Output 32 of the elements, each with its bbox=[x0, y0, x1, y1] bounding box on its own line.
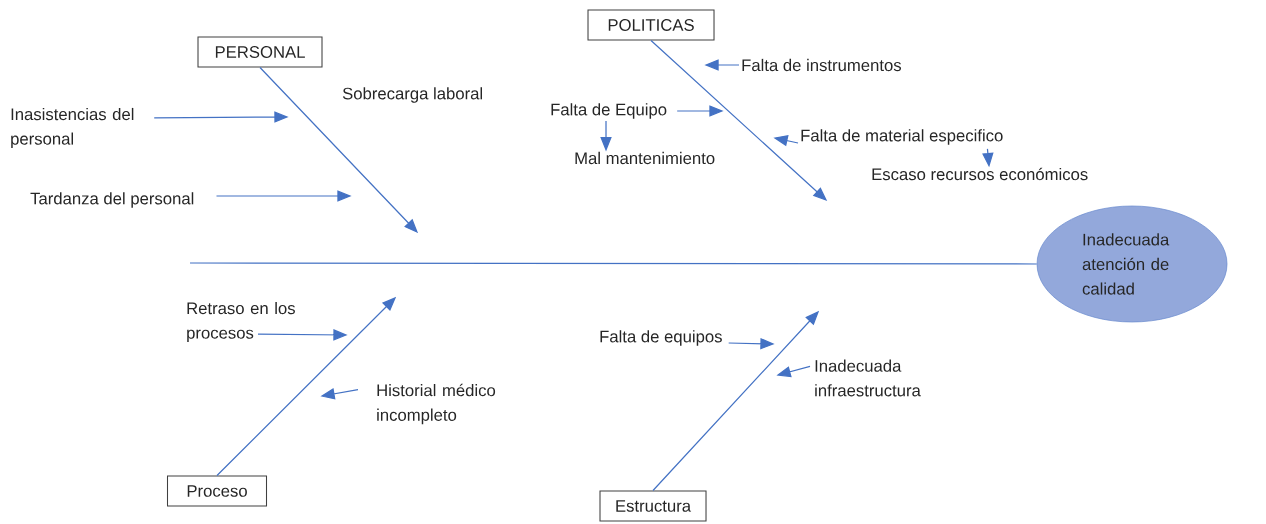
cause-text: Falta de equipos bbox=[600, 330, 722, 346]
cause-text: Historial médico incompleto bbox=[377, 383, 496, 425]
arrow bbox=[774, 135, 799, 146]
arrow bbox=[650, 39, 827, 201]
arrow bbox=[705, 59, 740, 71]
category-box: Estructura bbox=[599, 490, 707, 522]
arrow bbox=[652, 311, 819, 492]
category-box: PERSONAL bbox=[197, 36, 323, 68]
cause-text: Falta de material especifico bbox=[801, 129, 1003, 145]
cause-text: Falta de instrumentos bbox=[742, 58, 901, 72]
category-box: POLITICAS bbox=[587, 9, 715, 41]
arrow bbox=[676, 105, 723, 117]
cause-text: Escaso recursos económicos bbox=[872, 167, 1088, 181]
cause-text: Retraso en los procesos bbox=[187, 301, 295, 343]
category-box: Proceso bbox=[166, 475, 268, 507]
arrow bbox=[321, 388, 359, 400]
spine-line bbox=[189, 262, 1038, 265]
cause-text: Mal mantenimiento bbox=[575, 151, 715, 165]
arrow bbox=[257, 329, 347, 341]
arrow bbox=[728, 338, 774, 350]
arrow bbox=[777, 365, 811, 378]
arrow bbox=[216, 297, 396, 477]
cause-text: Falta de Equipo bbox=[551, 103, 667, 119]
arrow bbox=[153, 111, 288, 123]
arrow bbox=[215, 190, 351, 202]
arrow bbox=[982, 148, 994, 167]
cause-text: Tardanza del personal bbox=[30, 192, 194, 208]
cause-text: Inadecuada infraestructura bbox=[815, 359, 921, 397]
arrow bbox=[259, 66, 418, 233]
arrow bbox=[600, 120, 612, 151]
cause-text: Sobrecarga laboral bbox=[342, 87, 482, 103]
cause-text: Inasistencias del personal bbox=[11, 107, 134, 149]
